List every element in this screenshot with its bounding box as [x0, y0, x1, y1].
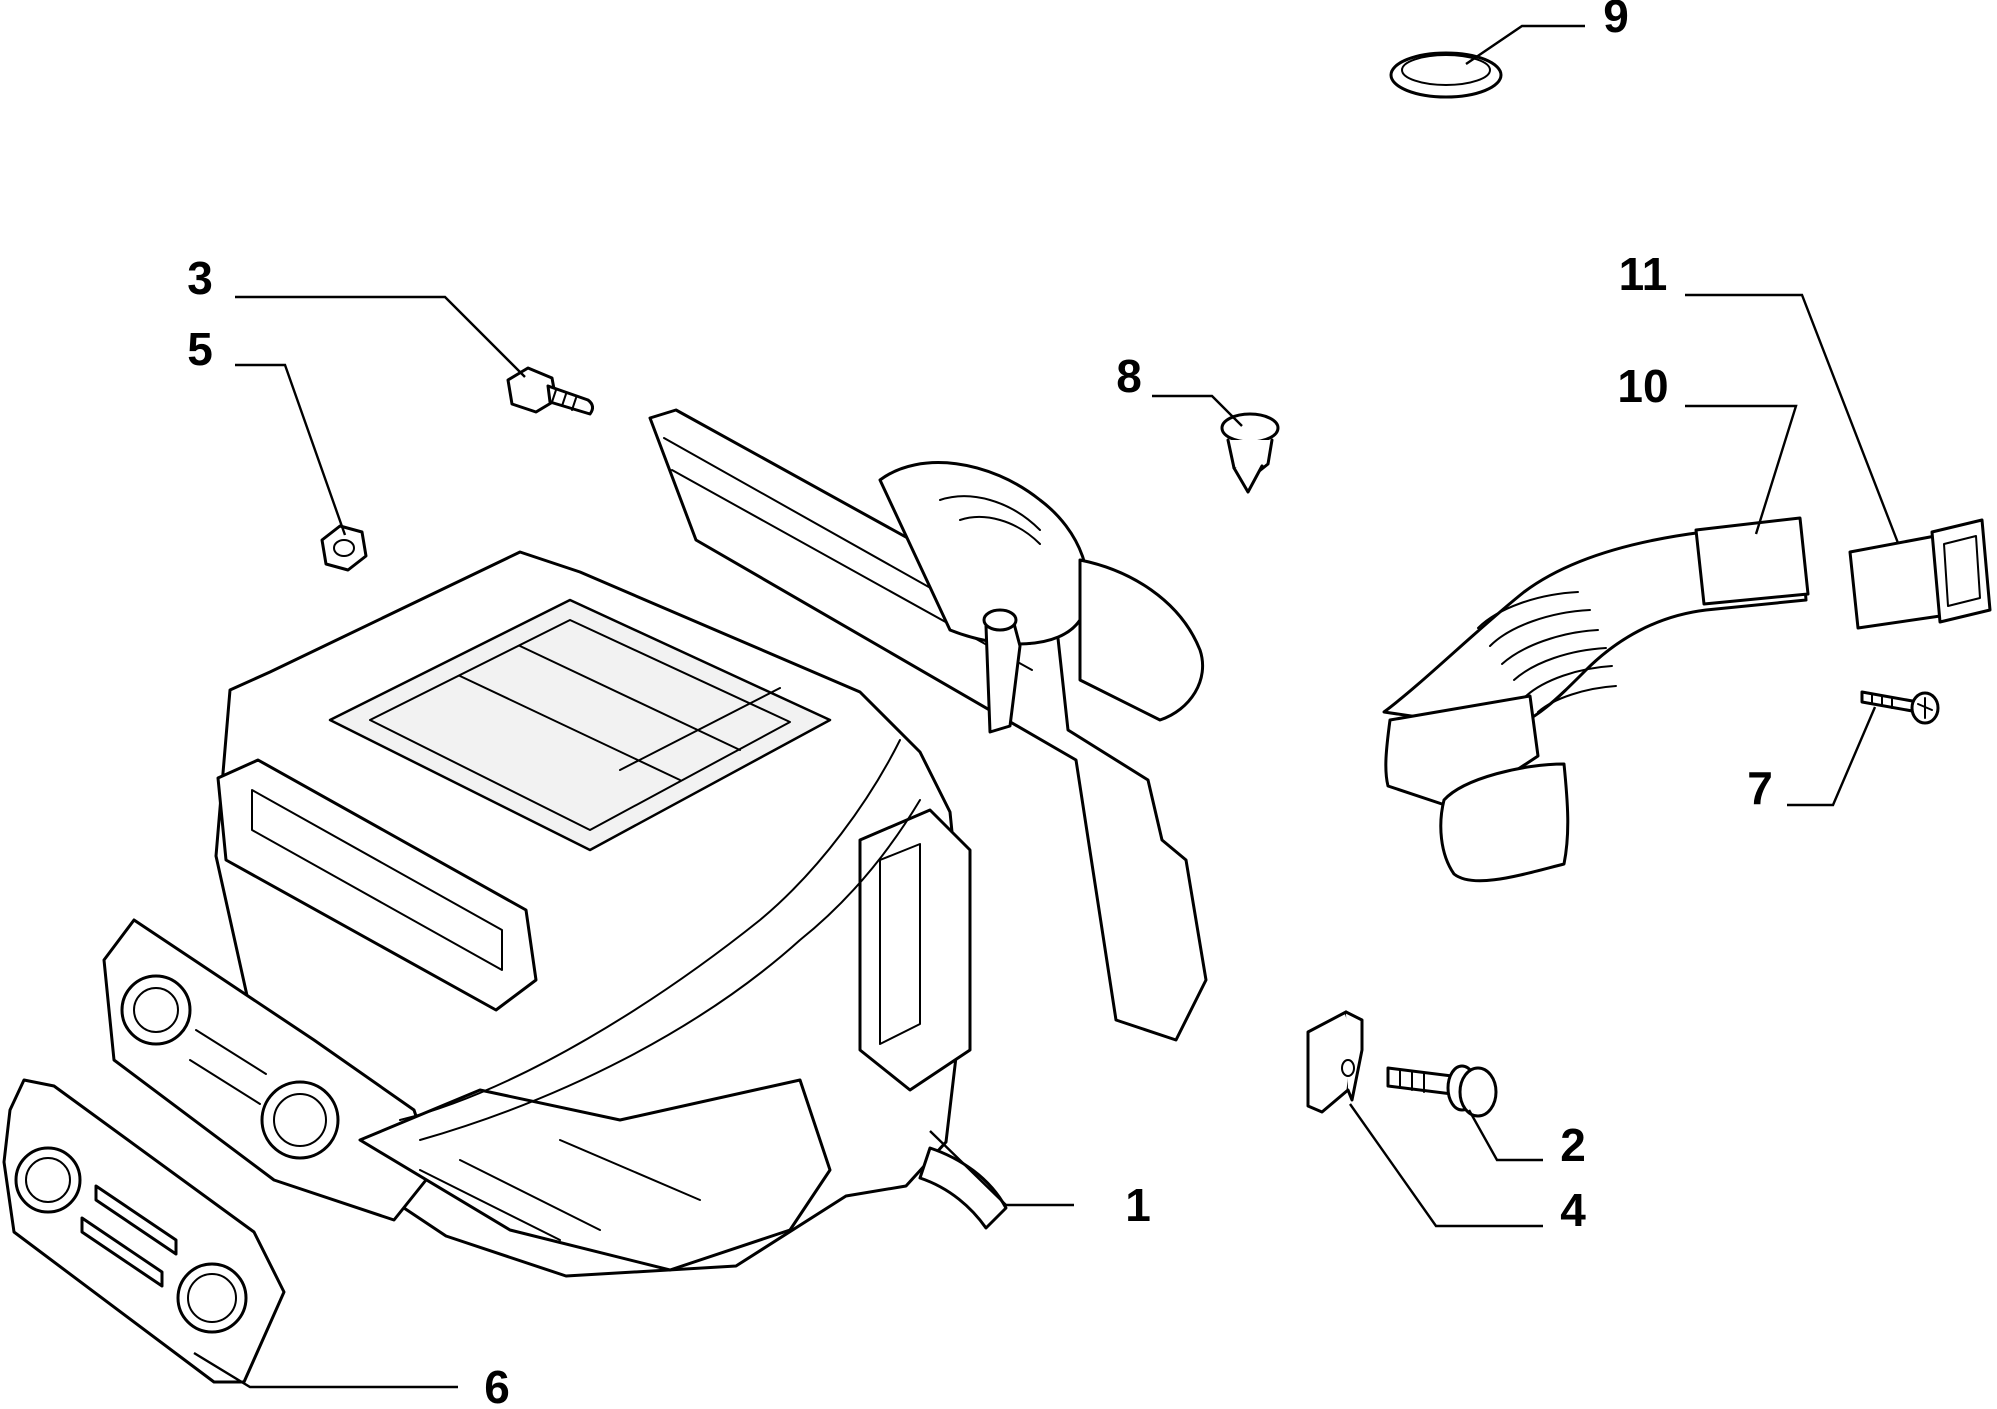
part-9-cap[interactable]: [1389, 51, 1503, 99]
part-3-bolt[interactable]: [506, 366, 595, 416]
part-8-clip[interactable]: [1220, 412, 1280, 494]
leader-7: [1787, 706, 1877, 807]
part-2-bolt[interactable]: [1386, 1064, 1498, 1118]
part-7-screw[interactable]: [1860, 690, 1940, 725]
callout-3[interactable]: 3: [187, 252, 213, 304]
part-1-hvac-unit[interactable]: [102, 408, 1208, 1278]
part-10-duct[interactable]: [1382, 516, 1810, 883]
callout-2[interactable]: 2: [1560, 1119, 1586, 1171]
leader-6: [193, 1351, 458, 1389]
callout-11[interactable]: 11: [1619, 248, 1668, 300]
leader-1: [929, 1130, 1074, 1207]
callout-4[interactable]: 4: [1560, 1184, 1586, 1236]
callout-7[interactable]: 7: [1747, 762, 1773, 814]
callout-5[interactable]: 5: [187, 323, 213, 375]
part-5-nut[interactable]: [320, 524, 368, 572]
part-6-bezel[interactable]: [2, 1078, 286, 1384]
part-4-bracket[interactable]: [1306, 1010, 1364, 1114]
leader-10: [1685, 404, 1798, 535]
leader-4: [1349, 1103, 1543, 1228]
callout-1[interactable]: 1: [1125, 1179, 1151, 1231]
leader-3: [235, 295, 526, 378]
leader-2: [1467, 1109, 1543, 1162]
callout-6[interactable]: 6: [484, 1361, 510, 1409]
callout-labels: 1 2 3 4 5 6 7 8 9 10 11: [187, 0, 1773, 1409]
leader-11: [1685, 293, 1900, 544]
callout-9[interactable]: 9: [1603, 0, 1629, 42]
callout-8[interactable]: 8: [1116, 350, 1142, 402]
callout-10[interactable]: 10: [1617, 360, 1668, 412]
leader-5: [235, 363, 347, 536]
leader-lines: [193, 24, 1900, 1389]
part-11-connector[interactable]: [1848, 518, 1992, 630]
leader-8: [1152, 394, 1243, 427]
leader-9: [1465, 24, 1585, 65]
